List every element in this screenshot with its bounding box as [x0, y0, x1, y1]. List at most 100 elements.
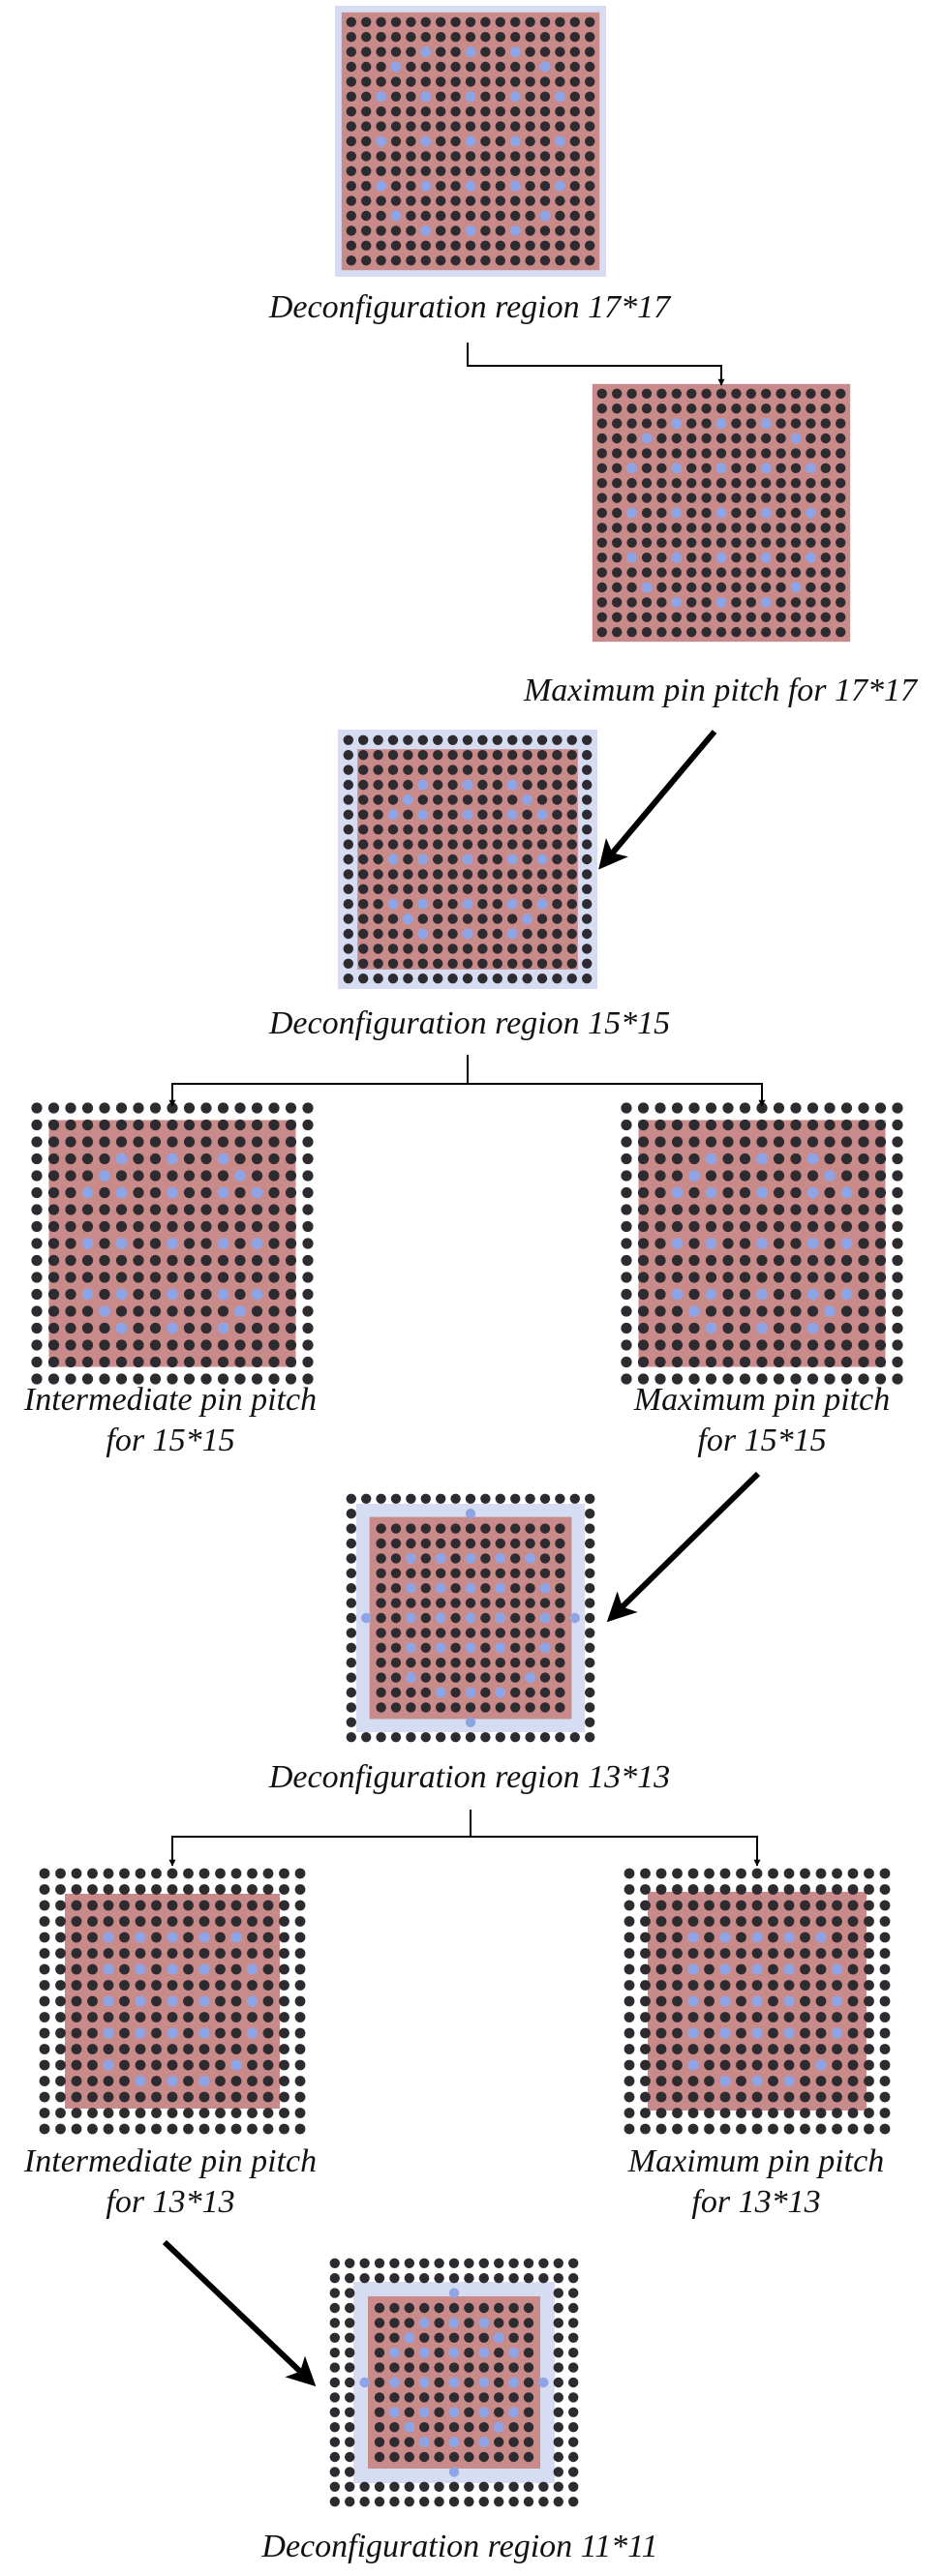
fuel-pin — [640, 1900, 651, 1911]
fuel-pin — [279, 1980, 289, 1991]
guide-tube — [626, 552, 638, 563]
fuel-pin — [480, 1628, 491, 1638]
fuel-pin — [448, 2258, 460, 2268]
fuel-pin — [404, 2318, 414, 2328]
fuel-pin — [568, 2332, 579, 2343]
fuel-pin — [358, 809, 369, 820]
fuel-pin — [262, 1884, 274, 1895]
fuel-pin — [346, 135, 356, 147]
fuel-pin — [87, 1963, 98, 1975]
fuel-pin — [858, 1238, 869, 1249]
fuel-pin — [824, 1356, 836, 1368]
fuel-pin — [612, 388, 623, 399]
fuel-pin — [31, 1339, 43, 1351]
fuel-pin — [480, 1642, 491, 1654]
fuel-pin — [417, 839, 428, 850]
guide-tube — [234, 1305, 246, 1317]
fuel-pin — [279, 1932, 289, 1943]
fuel-pin — [671, 1356, 684, 1368]
fuel-pin — [892, 1288, 903, 1301]
fuel-pin — [47, 1238, 60, 1249]
fuel-pin — [361, 1493, 372, 1505]
fuel-pin — [815, 1980, 827, 1991]
fuel-pin — [167, 1884, 178, 1895]
guide-tube — [715, 596, 727, 608]
fuel-pin — [403, 809, 413, 820]
fuel-pin — [294, 2076, 306, 2086]
fuel-pin — [294, 2027, 306, 2039]
fuel-pin — [447, 734, 458, 745]
fuel-pin — [31, 1322, 43, 1334]
fuel-pin — [103, 2044, 114, 2054]
guide-tube — [217, 1186, 229, 1199]
fuel-pin — [596, 418, 607, 429]
guide-tube — [234, 1170, 246, 1182]
fuel-pin — [522, 750, 532, 761]
fuel-pin — [47, 1373, 60, 1385]
fuel-pin — [403, 854, 413, 865]
fuel-pin — [761, 582, 772, 593]
fuel-pin — [403, 899, 413, 910]
fuel-pin — [858, 1305, 869, 1317]
fuel-pin — [656, 478, 667, 489]
fuel-pin — [704, 1900, 715, 1911]
fuel-pin — [167, 2012, 178, 2022]
fuel-pin — [151, 2108, 162, 2118]
guide-tube — [705, 1322, 717, 1334]
fuel-pin — [621, 1204, 632, 1215]
fuel-pin — [719, 2044, 731, 2054]
fuel-pin — [582, 764, 593, 775]
fuel-pin — [480, 181, 491, 192]
fuel-pin — [768, 1948, 778, 1959]
fuel-pin — [539, 1493, 551, 1505]
fuel-pin — [183, 2027, 194, 2039]
guide-tube — [465, 46, 476, 58]
guide-tube — [751, 1995, 763, 2007]
fuel-pin — [539, 1672, 551, 1683]
fuel-pin — [279, 2012, 289, 2022]
fuel-pin — [672, 2044, 683, 2054]
fuel-pin — [47, 1102, 60, 1114]
fuel-pin — [715, 433, 727, 444]
fuel-pin — [31, 1305, 43, 1317]
fuel-pin — [847, 1932, 859, 1943]
fuel-pin — [103, 2012, 114, 2022]
assembly-inter-13 — [39, 1868, 306, 2135]
fuel-pin — [800, 2076, 810, 2086]
fuel-pin — [465, 1732, 476, 1743]
fuel-pin — [262, 2027, 274, 2039]
fuel-pin — [494, 2377, 504, 2388]
fuel-pin — [715, 567, 727, 578]
fuel-pin — [539, 135, 551, 147]
fuel-pin — [768, 2108, 778, 2118]
guide-tube — [671, 1238, 684, 1249]
guide-tube — [840, 1238, 853, 1249]
fuel-pin — [346, 1523, 356, 1534]
fuel-pin — [820, 553, 831, 563]
fuel-pin — [480, 76, 491, 87]
fuel-pin — [820, 597, 831, 608]
fuel-pin — [555, 151, 565, 162]
fuel-pin — [47, 1288, 60, 1301]
fuel-pin — [151, 2059, 162, 2071]
fuel-pin — [151, 2044, 162, 2054]
fuel-pin — [874, 1186, 887, 1199]
guide-tube — [435, 1687, 446, 1698]
fuel-pin — [346, 1612, 356, 1624]
fuel-pin — [656, 553, 667, 563]
fuel-pin — [555, 16, 565, 27]
fuel-pin — [198, 1916, 210, 1927]
fuel-pin — [824, 1136, 836, 1148]
fuel-pin — [722, 1305, 734, 1317]
fuel-pin — [183, 2012, 194, 2022]
fuel-pin — [525, 1702, 535, 1713]
fuel-pin — [495, 195, 505, 206]
fuel-pin — [279, 2044, 289, 2054]
fuel-pin — [864, 1963, 874, 1975]
fuel-pin — [687, 2076, 699, 2086]
fuel-pin — [450, 1658, 461, 1668]
fuel-pin — [420, 1568, 431, 1579]
fuel-pin — [671, 1170, 684, 1182]
fuel-pin — [215, 1932, 226, 1943]
